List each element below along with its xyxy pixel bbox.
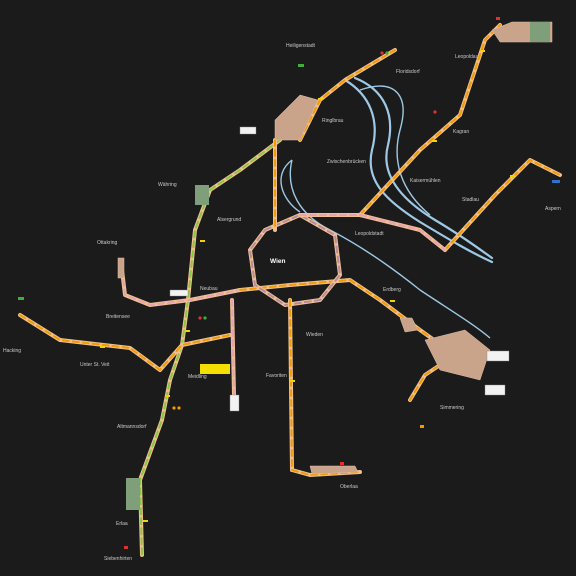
track-west-core [181, 139, 281, 346]
badge-dot-orange [172, 406, 176, 410]
track-south-casing [138, 343, 184, 557]
station-mark [290, 380, 295, 382]
station-mark [390, 300, 395, 302]
badge-dot-red [198, 316, 202, 320]
badge-dot-orange [177, 406, 181, 410]
track-ottakring-core [121, 269, 241, 306]
station-mark [432, 140, 437, 142]
depot-waehring [195, 185, 209, 205]
river-layer [280, 76, 494, 339]
label-leopoldstadt: Leopoldstadt [355, 231, 384, 237]
depot-heiligenstadt [274, 94, 319, 141]
badge-green [18, 297, 24, 300]
station-mark [200, 240, 205, 242]
label-altmannsdorf: Altmannsdorf [117, 424, 147, 430]
label-ottakring: Ottakring [97, 240, 118, 246]
label-ringlbrau: Ringlbrau [322, 118, 344, 124]
infobox [229, 394, 240, 412]
infobox [239, 126, 257, 135]
label-wieden: Wieden [306, 332, 323, 338]
river-donaukanal-south [289, 159, 491, 339]
infobox [169, 289, 189, 297]
river-wienfluss [280, 159, 301, 213]
track-meidling-core [231, 299, 235, 396]
badge-red [124, 546, 128, 549]
track-ns-core [274, 139, 293, 471]
river-donau [343, 78, 494, 264]
label-leopoldau: Leopoldau [455, 54, 479, 60]
track-hacking-core [19, 314, 231, 371]
depot-simmering [424, 329, 491, 381]
track-leopoldstadt-core [299, 214, 446, 251]
badge-green [298, 64, 304, 67]
label-meidling: Meidling [188, 374, 207, 380]
badge-dot-green [203, 316, 207, 320]
infobox [484, 384, 506, 396]
badge-blue [552, 180, 560, 183]
label-breitensee: Breitensee [106, 314, 130, 320]
river-neue-donau [353, 76, 494, 260]
track-ring-core [249, 214, 341, 306]
station-mark [480, 50, 485, 52]
label-erdberg: Erdberg [383, 287, 401, 293]
label-heiligenstadt: Heiligenstadt [286, 43, 316, 49]
label-unter-st-veit: Unter St. Veit [80, 362, 110, 368]
label-floridsdorf: Floridsdorf [396, 69, 420, 75]
label-simmering: Simmering [440, 405, 464, 411]
depot-erlaa [126, 478, 140, 510]
station-mark [143, 520, 148, 522]
track-oberlaa-core [291, 469, 361, 476]
track-leopoldau-core [359, 24, 501, 216]
river-donaukanal [359, 85, 431, 216]
infobox-layer [169, 126, 510, 412]
label-alsergrund: Alsergrund [217, 217, 241, 223]
badge-red [340, 462, 344, 465]
label-neubau: Neubau [200, 286, 218, 292]
badge-orange [420, 425, 424, 428]
badge-dot-red [380, 51, 384, 55]
track-north-casing [298, 48, 397, 142]
station-mark [318, 98, 323, 100]
city-label: Wien [270, 258, 285, 265]
station-mark [185, 330, 190, 332]
label-aspern: Aspern [545, 206, 561, 212]
station-mark [510, 175, 515, 177]
label-kagran: Kagran [453, 129, 469, 135]
track-central-core [239, 279, 456, 356]
infobox [486, 350, 510, 362]
label-erlaa: Erlaa [116, 521, 128, 527]
station-mark [100, 346, 105, 348]
depot-leopoldau-green [530, 22, 550, 42]
label-layer: Heiligenstadt Floridsdorf Leopoldau Kagr… [3, 43, 561, 562]
badge-layer [18, 17, 560, 549]
depot-erdberg [399, 317, 419, 333]
label-oberlaa: Oberlaa [340, 484, 358, 490]
label-siebenhirten: Siebenhirten [104, 556, 132, 562]
depot-layer [117, 21, 553, 510]
track-south-core [139, 344, 183, 556]
track-north-core [299, 49, 396, 141]
label-waehring: Währing [158, 182, 177, 188]
badge-dot-green [385, 51, 389, 55]
warning-notice [200, 364, 230, 374]
depot-oberlaa [309, 465, 359, 475]
badge-dot-red [433, 110, 437, 114]
label-hacking: Hacking [3, 348, 21, 354]
label-kaisermuehlen: Kaisermühlen [410, 178, 441, 184]
track-ottakring-casing [120, 268, 242, 307]
station-markers [100, 50, 515, 522]
badge-red [496, 17, 500, 20]
label-zwischenbruecken: Zwischenbrücken [327, 159, 366, 165]
label-favoriten: Favoriten [266, 373, 287, 379]
depot-ottakring [117, 257, 125, 279]
track-layer [18, 23, 562, 557]
label-stadlau: Stadlau [462, 197, 479, 203]
track-aspern-core [444, 159, 561, 251]
station-mark [165, 395, 170, 397]
